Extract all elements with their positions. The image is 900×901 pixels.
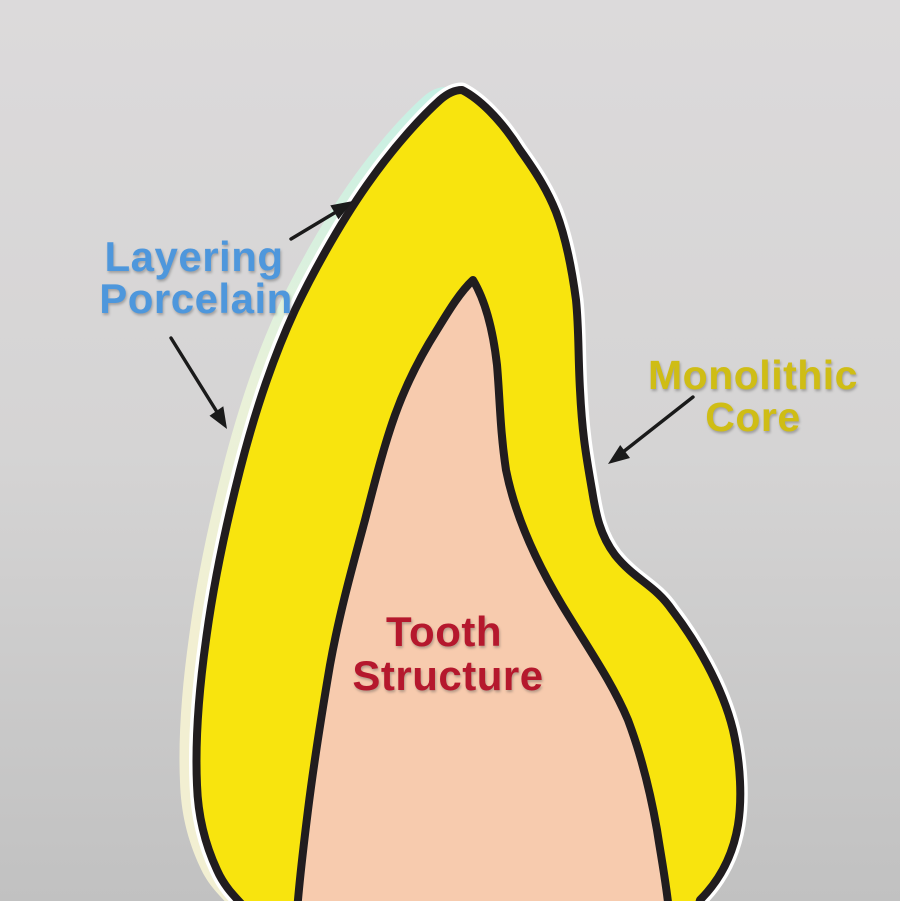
monolithic-core-arrow-line (621, 395, 695, 454)
tooth-structure-shape (293, 276, 672, 901)
monolithic-core-label-line2: Core (705, 394, 800, 440)
layering-porcelain-label-line1: Layering (104, 233, 283, 280)
layering-porcelain-arrow-upper-line (289, 210, 338, 241)
layering-porcelain-arrowhead-upper (330, 201, 353, 220)
labels-group: Layering Porcelain Monolithic Core Tooth… (99, 233, 858, 699)
tooth-structure-label-line2: Structure (352, 652, 543, 699)
layering-porcelain-label-line2: Porcelain (99, 275, 293, 322)
tooth-outline-group (293, 276, 672, 901)
layering-porcelain-arrow-lower-line (169, 336, 219, 414)
layering-porcelain-arrowhead-lower (209, 406, 227, 429)
monolithic-core-arrowhead (608, 445, 630, 464)
monolithic-core-label-line1: Monolithic (648, 352, 858, 398)
tooth-structure-label-line1: Tooth (386, 608, 502, 655)
annotation-arrows (169, 210, 695, 454)
annotation-arrowheads (209, 201, 630, 464)
